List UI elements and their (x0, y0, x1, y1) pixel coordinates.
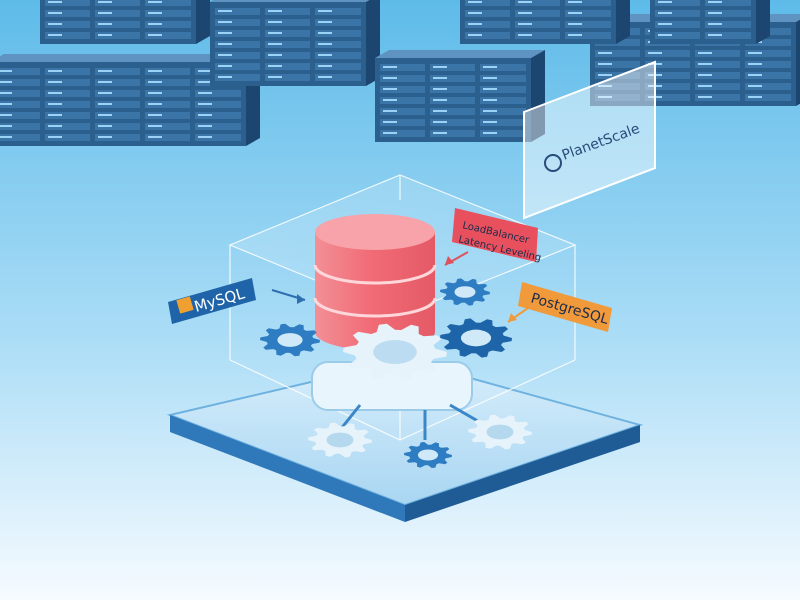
gear-icon (468, 414, 532, 450)
gear-icon (260, 323, 320, 357)
gear-icon (404, 442, 452, 468)
planetscale-logo-icon (544, 154, 562, 172)
server-rack-icon (90, 54, 160, 146)
planetscale-panel: PlanetScale (523, 60, 656, 220)
gear-icon (343, 323, 447, 381)
server-rack-icon (560, 0, 630, 44)
arrows (271, 251, 529, 323)
platform (166, 358, 644, 522)
server-rack-icon (700, 0, 770, 44)
server-rack-icon (140, 0, 210, 44)
gear-icon (440, 278, 490, 306)
database-cylinder-icon (313, 214, 437, 350)
gear-icon (308, 422, 372, 458)
server-rack-icon (310, 0, 380, 86)
server-racks (0, 0, 800, 146)
dolphin-logo-icon (176, 296, 194, 314)
gears (260, 278, 532, 468)
server-rack-icon (475, 50, 545, 142)
gear-icon (440, 318, 512, 358)
